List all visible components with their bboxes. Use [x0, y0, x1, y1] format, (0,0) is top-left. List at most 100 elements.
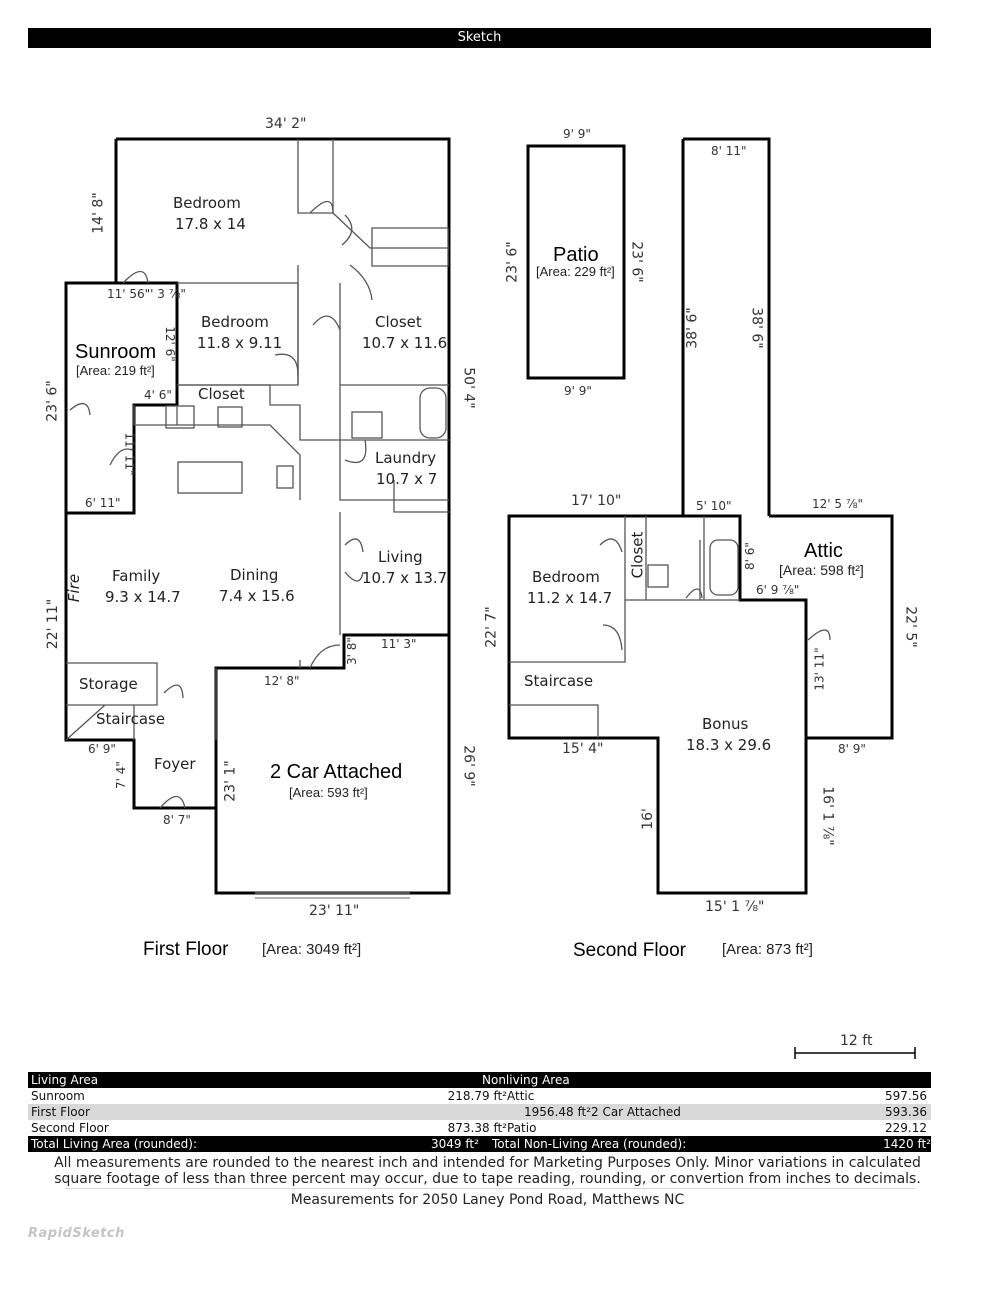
dim-bed-left: 14' 8" [90, 192, 107, 234]
area-summary-table: Living Area Nonliving Area Sunroom 218.7… [28, 1072, 931, 1152]
summary-row-living-value: 218.79 ft² [447, 1089, 507, 1103]
dim-sun-bottom: 6' 11" [85, 496, 121, 510]
first-floor-label: First Floor [143, 939, 229, 960]
property-address: Measurements for 2050 Laney Pond Road, M… [290, 1192, 685, 1208]
label-fire: Fire [65, 573, 84, 603]
room-family-size: 9.3 x 14.7 [105, 588, 181, 606]
summary-header-row: Living Area Nonliving Area [28, 1072, 931, 1088]
summary-total-nl-label: Total Non-Living Area (rounded): [492, 1137, 687, 1151]
sf-dim-attic-w: 12' 5 ⅞" [812, 497, 863, 511]
sf-dim-bath-w: 5' 10" [696, 499, 732, 513]
rapidsketch-logo: RapidSketch [28, 1226, 125, 1241]
attic-strip-outline [681, 137, 771, 516]
sf-dim-attic-bottom: 8' 9" [838, 742, 866, 756]
sf-dim-attic-right: 22' 5" [902, 606, 919, 648]
summary-row-nl-name: Attic [507, 1089, 535, 1103]
dim-garage-bottom: 23' 11" [309, 903, 360, 919]
summary-row-nl-value: 597.56 [885, 1089, 927, 1103]
sf-room-bedroom-size: 11.2 x 14.7 [527, 589, 613, 607]
summary-row-name: Sunroom [31, 1089, 85, 1103]
sf-dim-bath-bottom: 6' 9 ⅞" [756, 583, 800, 597]
scale-label: 12 ft [840, 1033, 873, 1049]
room-closet-1: Closet [375, 313, 422, 331]
summary-header-living: Living Area [31, 1073, 99, 1087]
attic-dim-right: 38' 6" [748, 307, 765, 349]
sf-room-attic-area: [Area: 598 ft²] [779, 562, 864, 578]
dim-bed2-side: 12' 6" [162, 326, 177, 362]
dim-sun-left: 23' 6" [44, 380, 61, 422]
sf-room-bonus-size: 18.3 x 29.6 [686, 736, 772, 754]
patio-dim-top: 9' 9" [563, 127, 591, 141]
room-bedroom-2-size: 11.8 x 9.11 [197, 334, 283, 352]
sf-room-staircase: Staircase [524, 672, 594, 690]
room-sunroom-area: [Area: 219 ft²] [76, 363, 155, 378]
dim-living-w: 11' 3" [381, 637, 417, 651]
disclaimer-note: All measurements are rounded to the near… [54, 1155, 921, 1187]
sf-room-bedroom: Bedroom [532, 568, 600, 586]
sf-dim-attic-inner: 13' 11" [812, 647, 827, 691]
patio-dim-bottom: 9' 9" [564, 384, 592, 398]
room-closet-2: Closet [198, 385, 245, 403]
room-dining: Dining [230, 566, 279, 584]
summary-header-nonliving: Nonliving Area [482, 1073, 570, 1087]
room-family: Family [112, 567, 161, 585]
dim-stair-bottom: 6' 9" [88, 742, 116, 756]
second-floor-outline [507, 514, 894, 895]
dim-foyer-bottom: 8' 7" [163, 813, 191, 827]
first-floor-area: [Area: 3049 ft²] [262, 941, 362, 958]
summary-row-name: Second Floor [31, 1121, 109, 1135]
dim-top: 34' 2" [265, 116, 307, 132]
dim-sun-top: 11' 56"' 3 ⅞" [107, 287, 186, 301]
summary-row-nl-name: Patio [507, 1121, 537, 1135]
room-dining-size: 7.4 x 15.6 [219, 587, 295, 605]
room-bedroom-2: Bedroom [201, 313, 269, 331]
patio-label: Patio [553, 244, 599, 266]
room-closet-1-size: 10.7 x 11.6 [362, 334, 448, 352]
summary-total-nl-value: 1420 ft² [883, 1137, 931, 1151]
sf-dim-bonus-right: 16' 1 ⅞" [819, 786, 836, 846]
room-laundry-size: 10.7 x 7 [376, 470, 438, 488]
attic-dim-left: 38' 6" [684, 307, 701, 349]
summary-row: Sunroom 218.79 ft² Attic 597.56 [28, 1088, 931, 1104]
room-staircase: Staircase [96, 710, 166, 728]
dim-garage-right: 26' 9" [460, 745, 477, 787]
summary-total-row: Total Living Area (rounded): 3049 ft² To… [28, 1136, 931, 1152]
footer-divider [65, 1188, 915, 1189]
sf-room-bonus: Bonus [702, 715, 749, 733]
summary-total-value: 3049 ft² [431, 1137, 479, 1151]
room-storage: Storage [79, 675, 138, 693]
room-garage: 2 Car Attached [270, 761, 403, 783]
room-bedroom-1-size: 17.8 x 14 [175, 215, 246, 233]
sf-dim-stair-bottom: 15' 4" [562, 741, 604, 757]
dim-foyer-left: 7' 4" [113, 761, 128, 789]
summary-row-nl-name: 2 Car Attached [591, 1105, 681, 1119]
summary-row-nl-value: 229.12 [885, 1121, 927, 1135]
summary-row-name: First Floor [31, 1105, 90, 1119]
sf-dim-bottom: 15' 1 ⅞" [705, 899, 765, 915]
room-bedroom-1: Bedroom [173, 194, 241, 212]
summary-total-label: Total Living Area (rounded): [31, 1137, 198, 1151]
summary-row-living-value: 873.38 ft² [447, 1121, 507, 1135]
summary-row-living-value: 1956.48 ft² [524, 1105, 591, 1119]
room-laundry: Laundry [375, 449, 437, 467]
dim-living-small: 3' 8" [344, 637, 359, 665]
sf-dim-bath-h: 8' 6" [742, 542, 757, 570]
sf-room-closet: Closet [628, 531, 647, 579]
second-floor-label: Second Floor [573, 940, 687, 961]
dim-garage-left: 23' 1" [222, 760, 239, 802]
patio-area: [Area: 229 ft²] [536, 264, 615, 279]
sf-dim-bonus-left: 16' [639, 808, 656, 830]
sketch-header-bar: Sketch [28, 28, 931, 48]
sf-room-attic: Attic [804, 540, 843, 562]
sf-dim-left: 22' 7" [483, 606, 500, 648]
summary-row-nl-value: 593.36 [885, 1105, 927, 1119]
patio-outline [526, 144, 626, 380]
room-sunroom: Sunroom [75, 341, 157, 363]
summary-row: First Floor 1956.48 ft² 2 Car Attached 5… [28, 1104, 931, 1120]
patio-dim-left: 23' 6" [504, 241, 521, 283]
second-floor-area: [Area: 873 ft²] [722, 941, 813, 958]
room-garage-area: [Area: 593 ft²] [289, 785, 368, 800]
room-foyer: Foyer [154, 755, 196, 773]
dim-kitchen-v: 11' 11" [122, 432, 137, 476]
